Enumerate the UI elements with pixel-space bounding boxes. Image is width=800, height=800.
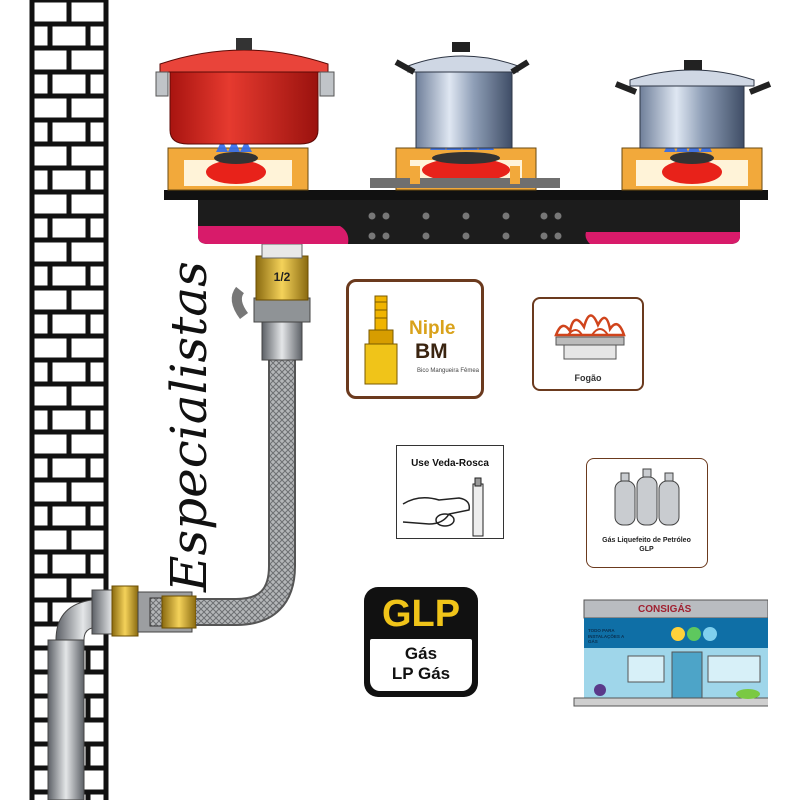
glp-cylinders-card: Gás Liquefeito de Petróleo GLP bbox=[586, 458, 708, 568]
niple-title: Niple bbox=[409, 318, 456, 339]
gas-cylinders-icon bbox=[614, 468, 680, 526]
cooktop-glass bbox=[164, 190, 768, 200]
flex-hose bbox=[196, 360, 294, 624]
glp-label-line2: GLP bbox=[639, 546, 654, 553]
veda-rosca-card: Use Veda-Rosca bbox=[396, 445, 504, 539]
regulator-valve bbox=[255, 255, 309, 301]
store-brand: CONSIGÁS bbox=[638, 604, 692, 615]
wall-pipe bbox=[47, 639, 85, 800]
fogao-label: Fogão bbox=[574, 373, 602, 383]
glp-label-line1: Gás Liquefeito de Petróleo bbox=[602, 537, 691, 544]
glp-badge: GLP Gás LP Gás bbox=[364, 587, 478, 697]
burner-left bbox=[167, 147, 309, 191]
niple-fitting-icon bbox=[364, 295, 398, 385]
glp-cylinders-label: Gás Liquefeito de Petróleo GLP bbox=[587, 536, 706, 554]
red-pot bbox=[155, 38, 335, 145]
storefront-illustration bbox=[573, 599, 768, 707]
burner-center bbox=[370, 147, 560, 191]
glp-badge-panel: Gás LP Gás bbox=[370, 639, 472, 691]
store-tagline: TODO PARA INSTALAÇÕES A GÁS bbox=[588, 628, 625, 644]
glp-badge-line1: Gás bbox=[404, 644, 438, 663]
burner-right bbox=[621, 147, 763, 191]
regulator-label: 1/2 bbox=[274, 270, 291, 284]
niple-code: BM bbox=[415, 340, 448, 363]
steel-pot-right bbox=[614, 60, 772, 149]
fogao-card: Fogão bbox=[532, 297, 644, 391]
niple-bm-card: Niple BM Bico Mangueira Fêmea bbox=[346, 279, 484, 399]
hand-tape-icon bbox=[402, 477, 484, 537]
glp-badge-title: GLP bbox=[381, 593, 461, 635]
steel-pot-center bbox=[394, 42, 530, 149]
consigas-storefront: CONSIGÁS TODO PARA INSTALAÇÕES A GÁS bbox=[568, 598, 768, 710]
veda-rosca-label: Use Veda-Rosca bbox=[411, 458, 489, 469]
especialistas-text: Especialistas bbox=[160, 261, 218, 592]
burner-flame-icon bbox=[554, 314, 626, 360]
glp-badge-line2: LP Gás bbox=[391, 664, 451, 683]
niple-subtitle: Bico Mangueira Fêmea bbox=[416, 368, 480, 374]
